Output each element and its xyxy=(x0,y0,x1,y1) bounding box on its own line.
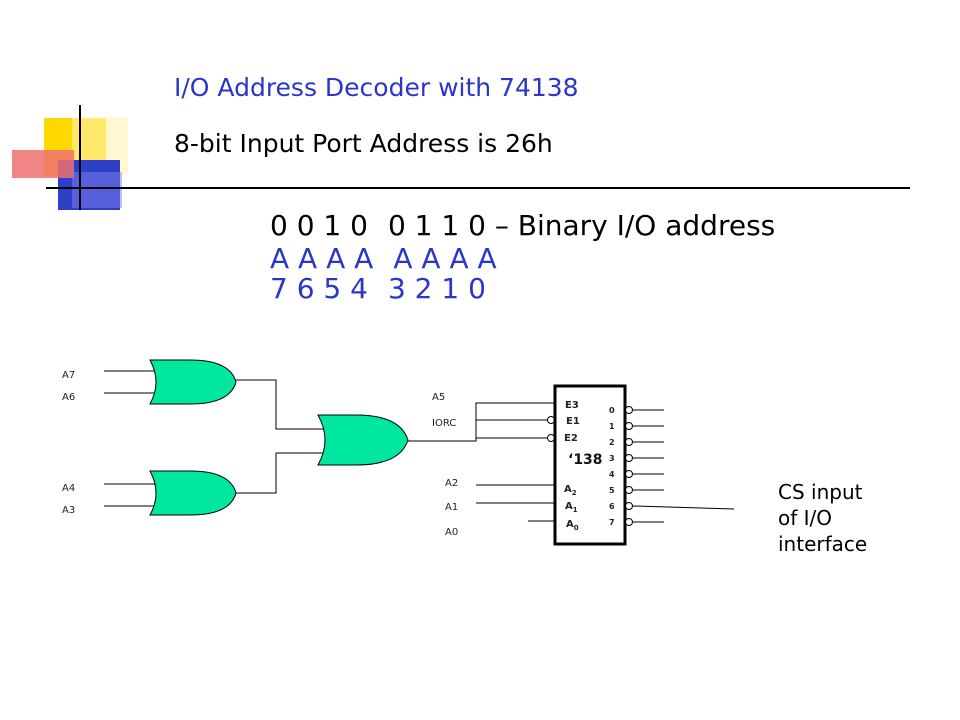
output-pin-7: 7 xyxy=(609,518,615,527)
or-gate-a7-a6 xyxy=(149,359,237,405)
binary-bits-low: 0 1 1 0 xyxy=(387,209,486,242)
decoder-chip-body xyxy=(553,384,627,546)
output-pin-2: 2 xyxy=(609,438,615,447)
chip-name: ‘138 xyxy=(568,452,603,468)
pin-e2: E2 xyxy=(564,433,578,444)
binary-address-line: 0 0 1 0 0 1 1 0 – Binary I/O address xyxy=(270,210,775,242)
input-label-a3: A3 xyxy=(62,505,75,516)
input-label-a2: A2 xyxy=(445,478,458,489)
input-label-iorc: IORC xyxy=(432,418,456,429)
output-pin-4: 4 xyxy=(609,470,615,479)
input-label-a7: A7 xyxy=(62,370,75,381)
corner-decoration xyxy=(12,105,128,210)
input-label-a4: A4 xyxy=(62,483,75,494)
address-index-high: 7 6 5 4 xyxy=(270,272,368,305)
or-gate-a4-a3 xyxy=(149,470,237,516)
output-pin-1: 1 xyxy=(609,422,615,431)
address-letters-high: A A A A xyxy=(270,242,374,275)
red-bar xyxy=(12,150,74,178)
pin-a0: A0 xyxy=(566,519,579,532)
address-letters-low: A A A A xyxy=(393,242,497,275)
output-bubble-2 xyxy=(625,438,633,446)
e1-inversion-bubble xyxy=(547,416,555,424)
output-bubble-0 xyxy=(625,406,633,414)
wire-gate2-out xyxy=(232,452,326,494)
pin-e3: E3 xyxy=(565,400,579,411)
output-bubble-4 xyxy=(625,470,633,478)
output-pin-3: 3 xyxy=(609,454,615,463)
slide-title: I/O Address Decoder with 74138 xyxy=(174,73,579,102)
output-bubble-7 xyxy=(625,518,633,526)
pin-a2: A2 xyxy=(564,484,577,497)
output-pin-5: 5 xyxy=(609,486,615,495)
decoder-outputs: 0 1 2 3 4 5 6 7 xyxy=(609,406,735,527)
output-bubble-1 xyxy=(625,422,633,430)
pin-e1: E1 xyxy=(566,416,580,427)
binary-caption: – Binary I/O address xyxy=(494,209,776,242)
e2-inversion-bubble xyxy=(547,434,555,442)
input-label-a5: A5 xyxy=(432,392,445,403)
output-pin-0: 0 xyxy=(609,406,615,415)
cs-output-label: CS input of I/O interface xyxy=(778,480,868,556)
address-index-line: 7 6 5 4 3 2 1 0 xyxy=(270,274,486,304)
output-bubble-6 xyxy=(625,502,633,510)
wire-gate1-out xyxy=(232,379,326,430)
binary-bits-high: 0 0 1 0 xyxy=(270,209,368,242)
address-index-low: 3 2 1 0 xyxy=(387,272,486,305)
output-bubble-5 xyxy=(625,486,633,494)
input-label-a6: A6 xyxy=(62,392,75,403)
output-pin-6: 6 xyxy=(609,502,615,511)
pin-a1: A1 xyxy=(565,501,578,514)
horizontal-rule xyxy=(46,187,910,189)
wire-gate3-out xyxy=(406,402,560,442)
input-label-a1: A1 xyxy=(445,502,458,513)
or-gate-combined xyxy=(317,414,409,466)
input-label-a0: A0 xyxy=(445,527,458,538)
output-wire-6-to-cs xyxy=(632,505,735,510)
slide-subtitle: 8-bit Input Port Address is 26h xyxy=(174,129,553,158)
output-bubble-3 xyxy=(625,454,633,462)
